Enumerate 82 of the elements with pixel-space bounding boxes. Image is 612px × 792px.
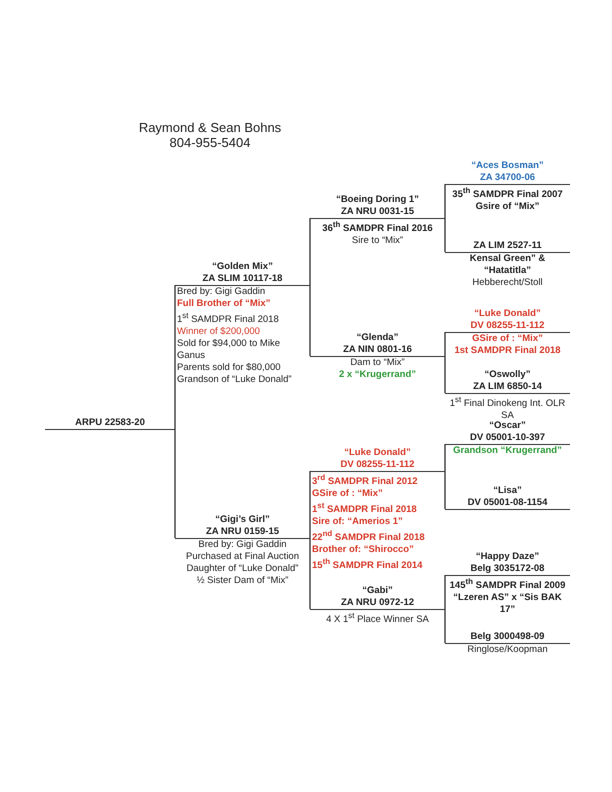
- pedigree-heading: “Lisa”: [492, 485, 523, 497]
- pedigree-note: Grandson of “Luke Donald”: [177, 374, 293, 386]
- pedigree-entry: [445, 485, 570, 510]
- pedigree-note: GSire of : “Mix”: [471, 333, 544, 345]
- pedigree-heading: DV 05001-08-1154: [466, 497, 548, 509]
- pedigree-note: “Lzeren AS” x “Sis BAK 17”: [452, 592, 563, 616]
- bracket-line: [444, 218, 446, 253]
- pedigree-heading: ZA NRU 0972-12: [340, 597, 416, 609]
- pedigree-heading: ZA 34700-06: [478, 172, 536, 184]
- pedigree-heading: “Happy Daze”: [474, 551, 540, 563]
- pedigree-note: 145$^{th}$ SAMDPR Final 2009: [448, 576, 566, 592]
- phone-number: 804-955-5404: [168, 135, 252, 150]
- pedigree-heading: ZA NRU 0159-15: [204, 526, 280, 538]
- pedigree-note: Gsire of “Mix”: [474, 201, 540, 214]
- pedigree-heading: “Golden Mix”: [211, 261, 274, 273]
- bracket-line: [444, 356, 446, 394]
- bracket-line: [444, 471, 446, 510]
- pedigree-heading: “Boeing Doring 1”: [335, 194, 420, 206]
- pedigree-heading: “Luke Donald”: [473, 308, 542, 320]
- pedigree-entry: [45, 417, 175, 430]
- pedigree-note: Daughter of “Luke Donald”: [186, 563, 300, 575]
- pedigree-entry: [310, 332, 445, 381]
- bracket-line: [309, 470, 311, 538]
- pedigree-note: 3$^{rd}$ SAMDPR Final 2012: [312, 472, 419, 488]
- pedigree-heading: ZA LIM 6850-14: [472, 381, 543, 393]
- pedigree-note: Brother of: “Shirocco”: [312, 544, 415, 556]
- pedigree-heading: ZA SLIM 10117-18: [202, 273, 284, 285]
- pedigree-note: 1$^{st}$ SAMDPR Final 2018: [177, 310, 280, 326]
- pedigree-note: GSire of : “Mix”: [312, 488, 384, 500]
- bracket-line: [444, 183, 446, 218]
- pedigree-note: ½ Sister Dam of “Mix”: [196, 575, 290, 587]
- bracket-line: [444, 331, 446, 356]
- pedigree-entry: [445, 420, 570, 457]
- pedigree-note: 2 x “Krugerrand”: [338, 369, 418, 381]
- pedigree-note: 35$^{th}$ SAMDPR Final 2007: [451, 185, 564, 202]
- bracket-line: [174, 284, 176, 429]
- pedigree-heading: Belg 3035172-08: [470, 563, 546, 575]
- pedigree-note: 1$^{st}$ Final Dinokeng Int. OLR SA: [448, 394, 566, 422]
- pedigree-note: Winner of $200,000: [177, 326, 261, 338]
- pedigree-heading: Belg 3000498-09: [470, 631, 546, 643]
- bracket-line: [444, 574, 446, 609]
- pedigree-heading: “Aces Bosman”: [470, 160, 545, 172]
- pedigree-note: Sire of: “Amerios 1”: [312, 516, 404, 528]
- pedigree-note: Sire to “Mix”: [350, 235, 404, 248]
- pedigree-heading: DV 05001-10-397: [469, 432, 546, 444]
- bracket-line: [309, 538, 311, 610]
- pedigree-note: 1$^{st}$ SAMDPR Final 2018: [312, 500, 418, 516]
- pedigree-heading: “Gigi’s Girl”: [214, 514, 271, 526]
- pedigree-note: 1st SAMDPR Final 2018: [453, 345, 562, 357]
- pedigree-heading: ARPU 22583-20: [74, 417, 146, 429]
- pedigree-note: Dam to “Mix”: [349, 357, 406, 369]
- bracket-line: [309, 285, 311, 357]
- pedigree-note: 36$^{th}$ SAMDPR Final 2016: [321, 219, 434, 236]
- pedigree-note: Hebberecht/Stoll: [471, 277, 544, 289]
- pedigree-note: Bred by: Gigi Gaddin: [197, 539, 288, 551]
- owner-name: Raymond & Sean Bohns: [138, 120, 282, 135]
- bracket-line: [309, 217, 311, 285]
- pedigree-heading: ZA NRU 0031-15: [340, 206, 416, 218]
- bracket-line: [174, 429, 176, 539]
- pedigree-heading: DV 08255-11-112: [340, 459, 416, 471]
- pedigree-note: Kensal Green” & “Hatatitla”: [468, 253, 546, 277]
- pedigree-heading: ZA NIN 0801-16: [342, 344, 413, 356]
- pedigree-heading: ZA LIM 2527-11: [472, 240, 543, 252]
- pedigree-heading: “Oswolly”: [484, 369, 532, 381]
- bracket-line: [444, 443, 446, 471]
- pedigree-note: 4 X 1$^{st}$ Place Winner SA: [325, 610, 430, 626]
- pedigree-note: Purchased at Final Auction: [184, 551, 300, 563]
- pedigree-note: Sold for $94,000 to Mike Ganus: [177, 338, 281, 362]
- pedigree-note: Ringlose/Koopman: [466, 644, 549, 656]
- pedigree-note: Grandson “Krugerrand”: [452, 445, 563, 457]
- bracket-line: [444, 609, 446, 644]
- pedigree-heading: DV 08255-11-112: [470, 320, 546, 332]
- pedigree-note: Bred by: Gigi Gaddin: [177, 286, 266, 298]
- pedigree-note: Full Brother of “Mix”: [177, 298, 272, 310]
- pedigree-heading: “Glenda”: [356, 332, 400, 344]
- pedigree-note: 15$^{th}$ SAMDPR Final 2014: [312, 556, 424, 573]
- pedigree-heading: “Gabi”: [361, 585, 394, 597]
- pedigree-heading: “Oscar”: [488, 420, 527, 432]
- pedigree-heading: “Luke Donald”: [343, 447, 412, 459]
- pedigree-entry: [445, 631, 570, 656]
- pedigree-note: 22$^{nd}$ SAMDPR Final 2018: [312, 528, 426, 544]
- pedigree-note: Parents sold for $80,000: [177, 362, 282, 374]
